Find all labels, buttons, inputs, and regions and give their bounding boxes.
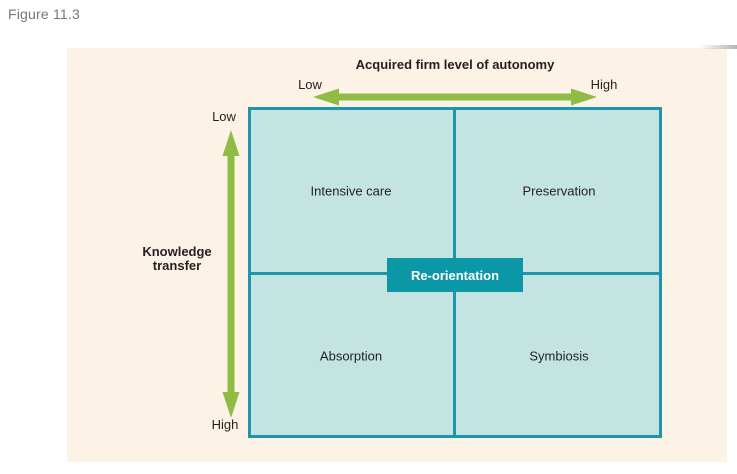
center-box-label: Re-orientation	[410, 267, 500, 283]
center-box: Re-orientation	[387, 258, 523, 292]
x-axis-high-label: High	[590, 77, 618, 92]
y-axis-high-label: High	[211, 417, 239, 432]
figure-caption: Figure 11.3	[8, 6, 80, 22]
quadrant-label-symbiosis: Symbiosis	[529, 348, 589, 364]
horizontal-double-arrow-icon	[313, 88, 597, 106]
y-axis-title-line2: transfer	[152, 258, 202, 273]
x-axis-title: Acquired firm level of autonomy	[355, 57, 555, 72]
y-axis-low-label: Low	[212, 109, 236, 124]
quadrant-label-intensive-care: Intensive care	[310, 183, 392, 199]
y-axis-title: Knowledge transfer	[142, 245, 211, 273]
scan-edge-artifact	[700, 45, 737, 49]
x-axis-low-label: Low	[298, 77, 322, 92]
diagram-panel: Acquired firm level of autonomy Low High…	[67, 48, 727, 462]
quadrant-label-preservation: Preservation	[522, 183, 596, 199]
y-axis-title-line1: Knowledge	[142, 244, 212, 259]
quadrant-label-absorption: Absorption	[319, 348, 383, 364]
vertical-double-arrow-icon	[222, 130, 240, 418]
